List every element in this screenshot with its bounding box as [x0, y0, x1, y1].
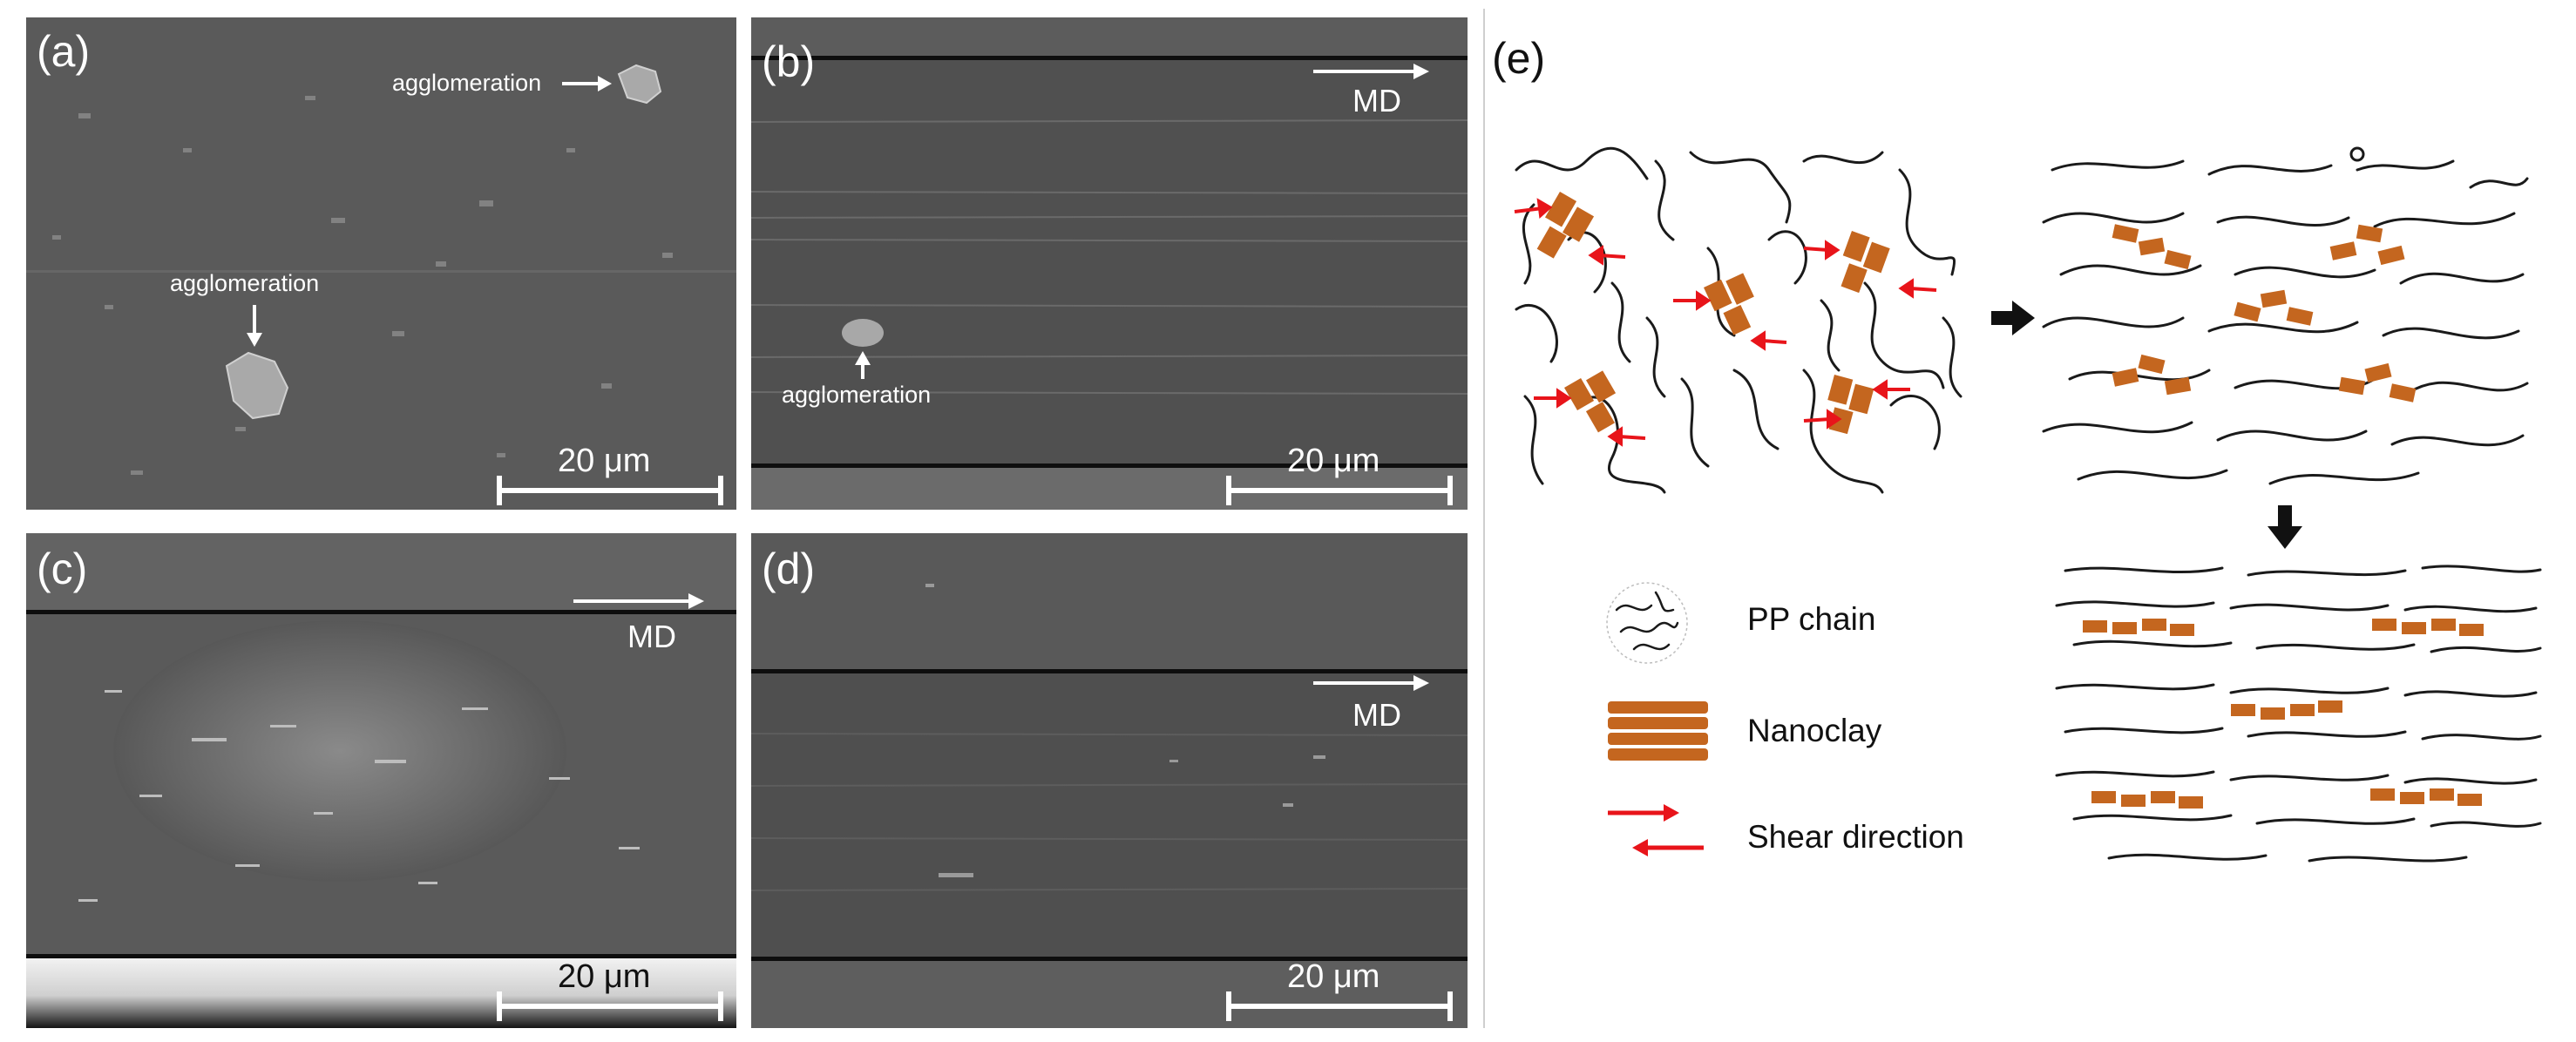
film-edge-bottom-b — [751, 463, 1468, 468]
scale-label-d: 20 μm — [1287, 958, 1380, 995]
sem-texture-a — [26, 17, 736, 510]
agglomeration-label-top: agglomeration — [392, 70, 542, 96]
panel-label-c: (c) — [37, 545, 88, 593]
sem-texture-b — [751, 17, 1468, 510]
sem-panel-b: (b) MD agglomeration 20 μm — [751, 17, 1468, 510]
md-label-c: MD — [627, 619, 676, 654]
film-edge-top-c — [26, 610, 736, 614]
panel-label-d: (d) — [762, 545, 816, 593]
panel-divider — [1483, 9, 1485, 1028]
legend-shear-direction: Shear direction — [1747, 819, 1964, 855]
panel-label-e: (e) — [1492, 34, 1546, 83]
process-arrow-right — [1991, 301, 2035, 335]
pp-chain-icon — [1606, 582, 1688, 664]
schematic-random-state — [1514, 146, 1963, 494]
sem-panel-d: (d) MD 20 μm — [751, 533, 1468, 1028]
scale-label-b: 20 μm — [1287, 443, 1380, 479]
sem-texture-d — [751, 533, 1468, 1028]
film-edge-bottom-c — [26, 954, 736, 958]
legend-nanoclay: Nanoclay — [1747, 713, 1882, 748]
nanoclay-platelets — [2112, 224, 2417, 403]
scale-bar-c — [497, 991, 723, 1021]
process-arrow-down — [2268, 505, 2302, 549]
md-label-d: MD — [1352, 697, 1401, 733]
shear-arrows — [1514, 198, 1937, 447]
sem-panel-a: (a) agglomeration agglomeration 20 μm — [26, 17, 736, 510]
scale-bar-a — [497, 476, 723, 505]
scale-bar-b — [1226, 476, 1453, 505]
agglomeration-particle — [225, 351, 289, 420]
film-edge-top-d — [751, 669, 1468, 673]
schematic-aligned-state — [2055, 565, 2542, 863]
schematic-sheared-state — [2042, 146, 2529, 485]
scale-label-a: 20 μm — [558, 443, 651, 479]
nanoclay-icon — [1608, 701, 1708, 761]
panel-label-b: (b) — [762, 37, 816, 86]
agglomeration-particle — [617, 64, 662, 105]
md-label-b: MD — [1352, 83, 1401, 118]
sem-panel-c: (c) MD 20 μm — [26, 533, 736, 1028]
film-edge-bottom-d — [751, 957, 1468, 961]
agglomeration-particle — [842, 319, 884, 347]
legend-pp-chain: PP chain — [1747, 601, 1876, 637]
aligned-nanoclay-platelets — [2083, 619, 2484, 809]
scale-label-c: 20 μm — [558, 958, 651, 995]
shear-direction-icon — [1608, 804, 1704, 856]
agglomeration-label-b: agglomeration — [782, 382, 932, 408]
film-edge-top-b — [751, 56, 1468, 60]
nanoclay-stack — [1536, 192, 1890, 435]
agglomeration-label-mid: agglomeration — [170, 270, 320, 296]
scale-bar-d — [1226, 991, 1453, 1021]
sem-texture-c — [26, 533, 736, 1028]
panel-label-a: (a) — [37, 27, 91, 76]
